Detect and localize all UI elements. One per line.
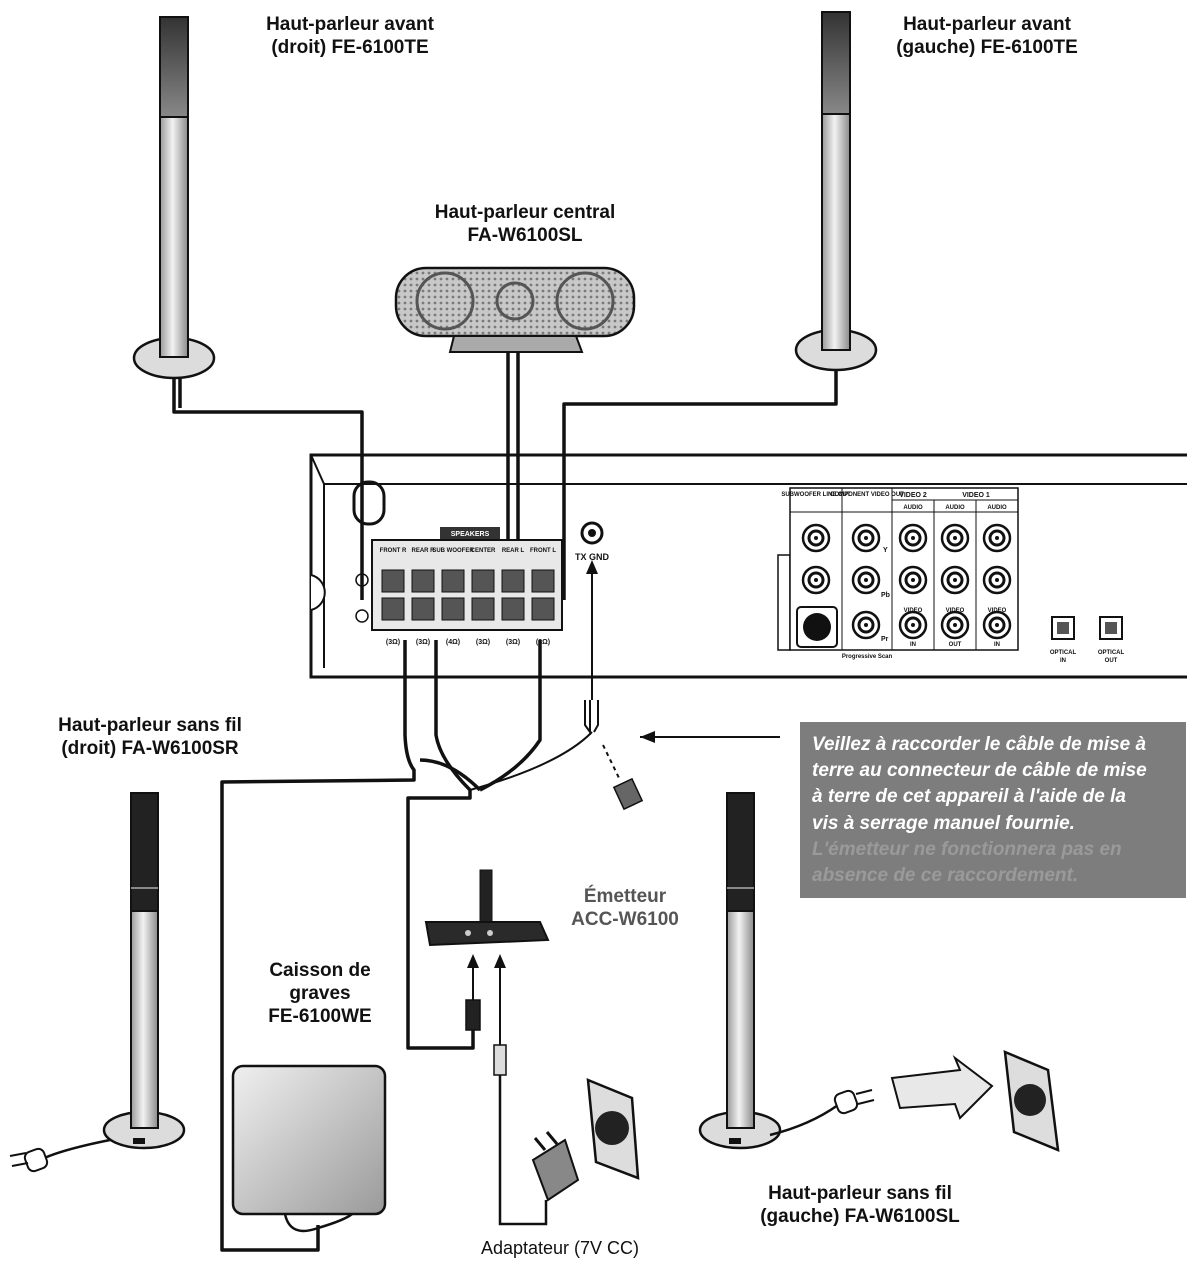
rca-jack[interactable] bbox=[940, 523, 970, 553]
impedance-label: (3Ω) bbox=[476, 639, 490, 646]
terminal-clip bbox=[531, 569, 555, 593]
speaker-terminal-label: REAR L bbox=[502, 548, 525, 554]
subwoofer bbox=[231, 1064, 387, 1233]
speaker-terminal-label: CENTER bbox=[471, 548, 496, 554]
speaker-terminal[interactable]: SUB WOOFER (4Ω) bbox=[432, 548, 474, 646]
warning-line-3: à terre de cet appareil à l'aide de la bbox=[812, 786, 1126, 808]
front-left-label: Haut-parleur avant(gauche) FE-6100TE bbox=[896, 14, 1078, 58]
wireless-left-label: Haut-parleur sans fil(gauche) FA-W6100SL bbox=[760, 1183, 960, 1227]
transmitter bbox=[424, 869, 550, 1226]
rca-jack[interactable] bbox=[898, 565, 928, 595]
audio-label-2: AUDIO bbox=[945, 505, 965, 511]
rca-jack[interactable] bbox=[982, 565, 1012, 595]
front-right-speaker bbox=[132, 16, 216, 380]
component-pb-label: Pb bbox=[881, 592, 890, 599]
impedance-label: (3Ω) bbox=[536, 639, 550, 646]
video2-label: VIDEO 2 bbox=[899, 492, 927, 499]
speaker-terminal[interactable]: REAR L (3Ω) bbox=[501, 548, 525, 646]
terminal-clip bbox=[411, 569, 435, 593]
speakers-label: SPEAKERS bbox=[451, 531, 490, 538]
rca-jack[interactable] bbox=[940, 565, 970, 595]
rca-jack[interactable] bbox=[801, 523, 831, 553]
svg-text:OPTICAL: OPTICAL bbox=[1050, 650, 1077, 656]
speaker-cables bbox=[172, 352, 838, 1252]
terminal-clip bbox=[441, 569, 465, 593]
in-label-1: IN bbox=[910, 642, 916, 648]
optical-out-jack[interactable]: OPTICAL OUT bbox=[1098, 616, 1125, 664]
audio-label-3: AUDIO bbox=[987, 505, 1007, 511]
warning-line-5: L'émetteur ne fonctionnera pas en bbox=[812, 838, 1122, 860]
svg-text:OPTICAL: OPTICAL bbox=[1098, 650, 1125, 656]
svg-text:IN: IN bbox=[1060, 658, 1066, 664]
wireless-right-speaker bbox=[9, 792, 186, 1173]
rca-jack[interactable] bbox=[940, 610, 970, 640]
av-jack-panel: SUBWOOFER LINE OUT COMPONENT VIDEO OUT V… bbox=[777, 487, 1019, 660]
speaker-terminal-label: SUB WOOFER bbox=[432, 548, 474, 554]
optical-in-jack[interactable]: OPTICAL IN bbox=[1050, 616, 1077, 664]
warning-line-4: vis à serrage manuel fournie. bbox=[812, 812, 1075, 834]
rca-jack[interactable] bbox=[851, 565, 881, 595]
warning-line-6: absence de ce raccordement. bbox=[812, 865, 1079, 887]
rca-jack[interactable] bbox=[801, 565, 831, 595]
terminal-clip bbox=[471, 569, 495, 593]
component-y-label: Y bbox=[883, 547, 888, 554]
speaker-terminal-block: SPEAKERS FRONT R(3Ω)REAR R(3Ω)SUB WOOFER… bbox=[371, 527, 563, 646]
rca-jack[interactable] bbox=[898, 610, 928, 640]
subwoofer-line-out-label: SUBWOOFER LINE OUT bbox=[781, 492, 851, 498]
svg-text:OUT: OUT bbox=[1105, 658, 1118, 664]
progressive-scan-label: Progressive Scan bbox=[842, 654, 893, 660]
rca-jack[interactable] bbox=[898, 523, 928, 553]
speaker-terminal-label: REAR R bbox=[411, 548, 435, 554]
center-speaker bbox=[394, 266, 636, 353]
speaker-terminal-label: FRONT L bbox=[530, 548, 556, 554]
speaker-terminal[interactable]: CENTER (3Ω) bbox=[471, 548, 496, 646]
terminal-clip bbox=[411, 597, 435, 621]
terminal-clip bbox=[441, 597, 465, 621]
front-right-label: Haut-parleur avant(droit) FE-6100TE bbox=[266, 14, 434, 58]
main-unit bbox=[309, 453, 1187, 679]
rca-jack[interactable] bbox=[851, 523, 881, 553]
tx-gnd-terminal[interactable]: TX GND bbox=[575, 521, 610, 562]
terminal-clip bbox=[381, 597, 405, 621]
ground-warning-box: Veillez à raccorder le câble de mise à t… bbox=[800, 722, 1186, 898]
rca-jack[interactable] bbox=[982, 610, 1012, 640]
warning-line-2: terre au connecteur de câble de mise bbox=[812, 760, 1147, 782]
wireless-left-speaker bbox=[698, 792, 1060, 1152]
out-label: OUT bbox=[949, 642, 962, 648]
speaker-terminal[interactable]: REAR R (3Ω) bbox=[411, 548, 435, 646]
ground-wire bbox=[469, 560, 780, 811]
impedance-label: (4Ω) bbox=[446, 639, 460, 646]
rca-jack[interactable] bbox=[982, 523, 1012, 553]
impedance-label: (3Ω) bbox=[386, 639, 400, 646]
tx-gnd-label: TX GND bbox=[575, 552, 610, 562]
terminal-clip bbox=[501, 569, 525, 593]
terminal-clip bbox=[381, 569, 405, 593]
impedance-label: (3Ω) bbox=[506, 639, 520, 646]
in-label-2: IN bbox=[994, 642, 1000, 648]
rca-jack[interactable] bbox=[851, 610, 881, 640]
component-pr-label: Pr bbox=[881, 636, 889, 643]
audio-label-1: AUDIO bbox=[903, 505, 923, 511]
speaker-terminal[interactable]: FRONT L (3Ω) bbox=[530, 548, 556, 646]
impedance-label: (3Ω) bbox=[416, 639, 430, 646]
adapter-label: Adaptateur (7V CC) bbox=[480, 1238, 640, 1258]
front-left-speaker bbox=[794, 11, 878, 372]
speaker-terminal-label: FRONT R bbox=[380, 548, 407, 554]
speaker-terminal[interactable]: FRONT R (3Ω) bbox=[380, 548, 407, 646]
terminal-clip bbox=[531, 597, 555, 621]
warning-line-1: Veillez à raccorder le câble de mise à bbox=[812, 734, 1147, 755]
power-adapter bbox=[531, 1078, 640, 1202]
video1-label: VIDEO 1 bbox=[962, 492, 990, 499]
wireless-right-label: Haut-parleur sans fil(droit) FA-W6100SR bbox=[58, 715, 242, 759]
terminal-clip bbox=[471, 597, 495, 621]
component-video-out-label: COMPONENT VIDEO OUT bbox=[830, 492, 904, 498]
terminal-clip bbox=[501, 597, 525, 621]
